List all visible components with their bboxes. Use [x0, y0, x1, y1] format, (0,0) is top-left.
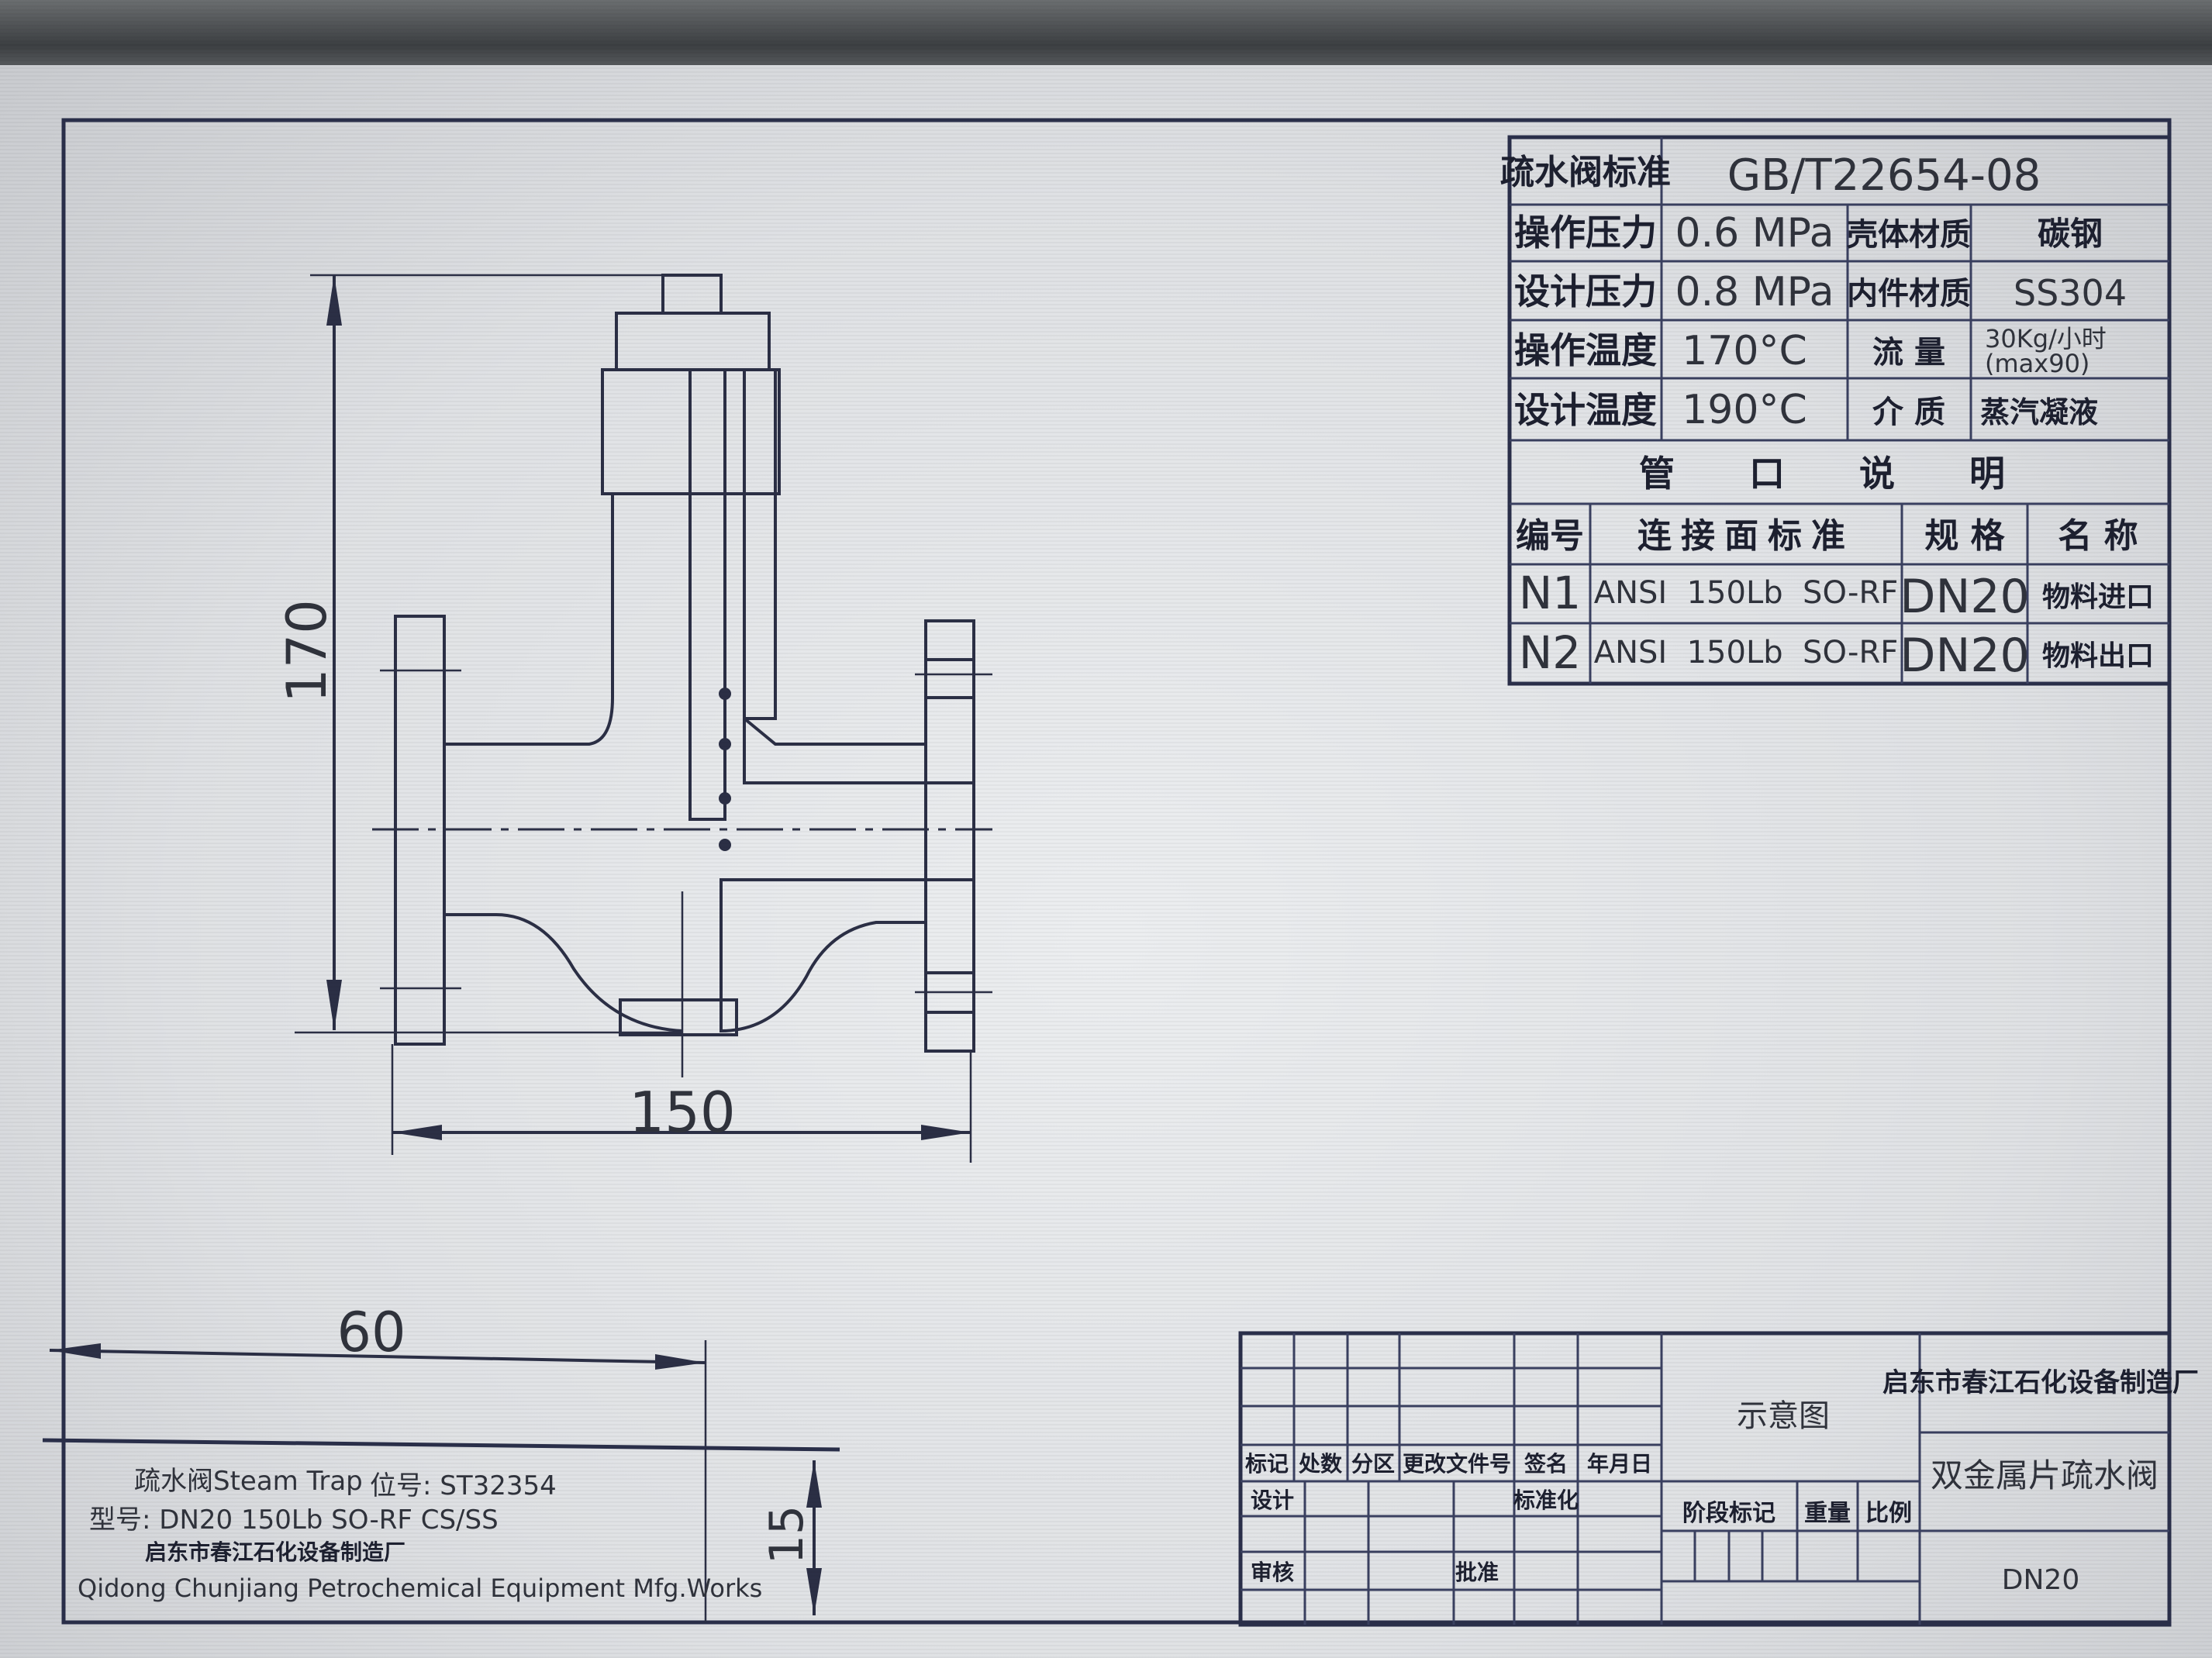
- svg-text:签名: 签名: [1524, 1451, 1568, 1477]
- nozzle-header-name: 名 称: [2058, 516, 2138, 556]
- nozzle-row: N2 ANSI 150Lb SO-RF DN20 物料出口: [1519, 626, 2154, 683]
- drawing-frame: [61, 118, 2172, 1625]
- design-temp-label: 设计温度: [1514, 389, 1657, 431]
- shell-material-label: 壳体材质: [1847, 217, 1971, 253]
- nameplate-company-en: Qidong Chunjiang Petrochemical Equipment…: [78, 1574, 762, 1603]
- shell-material-value: 碳钢: [2038, 215, 2103, 253]
- operating-temp-label: 操作温度: [1514, 329, 1657, 371]
- body-outline-upper: [444, 494, 614, 746]
- operating-pressure-label: 操作压力: [1514, 212, 1657, 253]
- dimension-150-label: 150: [629, 1080, 735, 1145]
- medium-value: 蒸汽凝液: [1980, 395, 2098, 429]
- nameplate-text: 疏水阀Steam Trap 位号: ST32354 型号: DN20 150Lb…: [78, 1466, 762, 1603]
- drawing-title: 双金属片疏水阀: [1931, 1456, 2159, 1494]
- svg-text:DN20: DN20: [1900, 570, 2029, 624]
- svg-text:标记: 标记: [1245, 1451, 1289, 1477]
- standard-value: GB/T22654-08: [1727, 150, 2041, 201]
- nozzle-header-standard: 连接面标准: [1637, 516, 1855, 556]
- spec-table: 疏水阀标准 GB/T22654-08 操作压力 0.6 MPa 壳体材质 碳钢 …: [1500, 135, 2172, 686]
- svg-text:ANSI 150Lb SO-RF: ANSI 150Lb SO-RF: [1594, 575, 1899, 611]
- outlet-flange: [924, 619, 975, 1053]
- nameplate-product: 疏水阀Steam Trap: [134, 1466, 363, 1497]
- svg-text:处数: 处数: [1298, 1451, 1343, 1477]
- svg-text:ANSI 150Lb SO-RF: ANSI 150Lb SO-RF: [1594, 635, 1899, 670]
- svg-text:年月日: 年月日: [1587, 1451, 1652, 1477]
- svg-text:物料出口: 物料出口: [2042, 640, 2154, 672]
- svg-text:分区: 分区: [1351, 1451, 1395, 1477]
- design-pressure-value: 0.8 MPa: [1675, 269, 1834, 315]
- operating-pressure-value: 0.6 MPa: [1675, 210, 1834, 257]
- dimension-60-label: 60: [336, 1301, 405, 1364]
- body-outline-lower: [444, 913, 683, 1032]
- title-block: 标记 处数 分区 更改文件号 签名 年月日 设计 标准化 审核 批准 示意图 阶…: [1238, 1331, 2199, 1627]
- valve-drawing: [372, 274, 992, 1077]
- nameplate-company-cn: 启东市春江石化设备制造厂: [145, 1539, 405, 1565]
- bonnet-nut: [615, 312, 771, 371]
- internal-material-value: SS304: [2014, 272, 2127, 314]
- internal-material-label: 内件材质: [1847, 276, 1971, 312]
- flow-max-value: (max90): [1985, 349, 2089, 378]
- stem-wall-right: [743, 368, 777, 720]
- medium-label: 介 质: [1872, 395, 1945, 430]
- nozzle-header-size: 规 格: [1924, 516, 2005, 556]
- stage-mark-label: 阶段标记: [1682, 1500, 1775, 1527]
- flow-label: 流 量: [1872, 335, 1945, 371]
- svg-text:DN20: DN20: [1900, 629, 2029, 683]
- standardization-label: 标准化: [1513, 1487, 1579, 1513]
- stem-wall-left: [688, 368, 726, 821]
- monitor-top-bezel: [0, 0, 2212, 65]
- nozzle-row: N1 ANSI 150Lb SO-RF DN20 物料进口: [1519, 567, 2154, 624]
- bottom-plug: [619, 998, 738, 1036]
- svg-text:物料进口: 物料进口: [2042, 581, 2154, 613]
- approve-label: 批准: [1455, 1560, 1499, 1585]
- design-temp-value: 190°C: [1682, 387, 1807, 433]
- company-name: 启东市春江石化设备制造厂: [1882, 1367, 2199, 1398]
- dimension-height: 170: [275, 274, 698, 1034]
- weight-label: 重量: [1804, 1500, 1851, 1527]
- nameplate-model: 型号: DN20 150Lb SO-RF CS/SS: [89, 1505, 499, 1536]
- nameplate-tag: 位号: ST32354: [370, 1470, 557, 1501]
- svg-text:N1: N1: [1519, 567, 1581, 619]
- label-dimension-15: 15: [760, 1460, 822, 1615]
- dimension-width: 150: [391, 1044, 972, 1163]
- nozzle-header-id: 编号: [1516, 516, 1584, 556]
- review-label: 审核: [1251, 1560, 1294, 1585]
- svg-text:N2: N2: [1519, 626, 1581, 679]
- design-pressure-label: 设计压力: [1514, 271, 1657, 312]
- screen-area: [0, 65, 2212, 1658]
- nameplate-top-border: [42, 1438, 840, 1452]
- drawing-number: DN20: [2002, 1564, 2079, 1596]
- outlet-wall-upper: [743, 715, 927, 784]
- outlet-wall-lower: [720, 878, 927, 1033]
- dimension-170-label: 170: [275, 599, 339, 703]
- stem-bolt: [661, 274, 723, 315]
- operating-temp-value: 170°C: [1682, 328, 1807, 374]
- drawing-type: 示意图: [1737, 1398, 1830, 1434]
- label-dimension-60: 60: [49, 1301, 707, 1622]
- nozzle-title: 管 口 说 明: [1639, 453, 2036, 495]
- dimension-15-label: 15: [760, 1505, 814, 1564]
- svg-text:更改文件号: 更改文件号: [1403, 1451, 1511, 1477]
- design-label: 设计: [1251, 1487, 1294, 1513]
- standard-label: 疏水阀标准: [1500, 153, 1671, 192]
- flow-value: 30Kg/小时: [1985, 324, 2107, 353]
- scale-label: 比例: [1865, 1500, 1912, 1527]
